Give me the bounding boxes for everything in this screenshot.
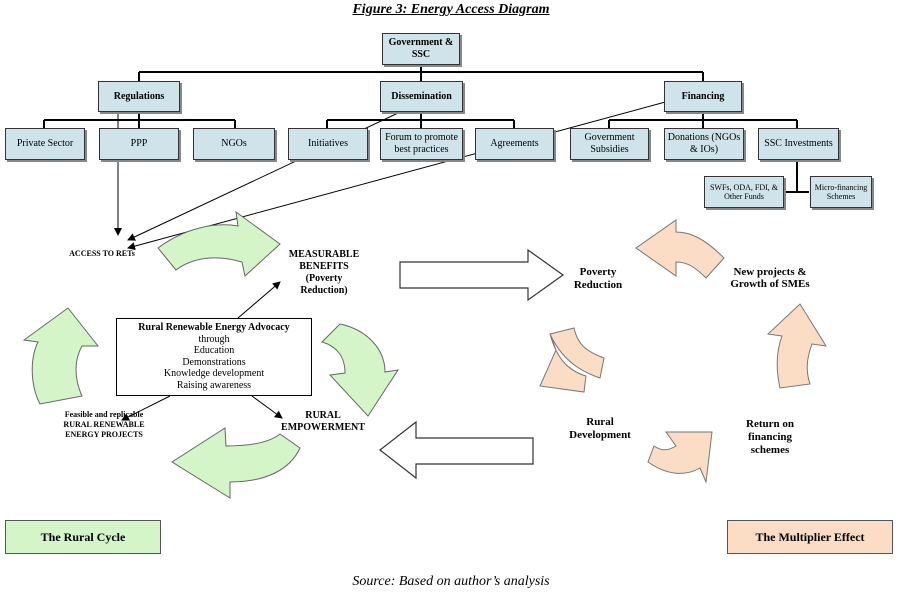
- arrow-advocacy-to-benefits: [237, 281, 281, 319]
- rural-cycle-arrows: [22, 210, 400, 499]
- arrow-dissemination-to-access: [127, 97, 431, 241]
- source-caption: Source: Based on author’s analysis: [352, 574, 550, 589]
- government-ssc-box: Government & SSC: [382, 33, 460, 65]
- swfs-oda-fdi-box: SWFs, ODA, FDI, & Other Funds: [704, 176, 784, 208]
- multiplier-arrows: [539, 219, 827, 484]
- ssc-investments-box: SSC Investments: [758, 128, 839, 160]
- regulations-box: Regulations: [98, 81, 180, 112]
- government-subsidies-box: Government Subsidies: [570, 128, 649, 160]
- multiplier-effect-label: The Multiplier Effect: [727, 520, 893, 554]
- peach-arrow-lower-right: [647, 431, 713, 484]
- rural-empowerment-label: RURAL EMPOWERMENT: [281, 410, 365, 433]
- figure-title: Figure 3: Energy Access Diagram: [352, 2, 550, 17]
- donations-box: Donations (NGOs & IOs): [664, 128, 744, 160]
- peach-arrow-top: [635, 219, 725, 279]
- financing-box: Financing: [664, 81, 742, 112]
- advocacy-line: Knowledge development: [163, 368, 265, 379]
- green-arrow-bottom: [171, 427, 301, 499]
- advocacy-box: Rural Renewable Energy Advocacy through …: [116, 318, 312, 396]
- access-to-rets-label: ACCESS TO RETs: [69, 249, 135, 258]
- advocacy-line: Demonstrations: [182, 356, 246, 368]
- micro-financing-box: Micro-financing Schemes: [810, 176, 872, 208]
- advocacy-heading: Rural Renewable Energy Advocacy: [138, 322, 290, 333]
- rural-development-label: Rural Development: [569, 416, 631, 441]
- ppp-box: PPP: [99, 128, 179, 160]
- arrow-advocacy-to-projects: [121, 395, 171, 421]
- agreements-box: Agreements: [475, 128, 554, 160]
- arrow-advocacy-to-empowerment: [251, 395, 283, 419]
- initiatives-box: Initiatives: [288, 128, 368, 160]
- private-sector-box: Private Sector: [5, 128, 85, 160]
- peach-arrow-left: [539, 327, 605, 393]
- rural-cycle-label: The Rural Cycle: [5, 520, 161, 554]
- poverty-reduction-label: Poverty Reduction: [573, 266, 623, 291]
- advocacy-line: Education: [193, 345, 235, 356]
- ngos-box: NGOs: [193, 128, 275, 160]
- peach-arrow-upper-right: [766, 303, 827, 389]
- arrow-right-hollow: [399, 248, 565, 302]
- new-projects-label: New projects & Growth of SMEs: [730, 266, 810, 290]
- arrow-left-hollow: [379, 420, 534, 480]
- measurable-benefits-label: MEASURABLE BENEFITS (Poverty Reduction): [288, 249, 360, 296]
- arrow-financing-to-access: [127, 97, 681, 251]
- green-arrow-left: [22, 307, 100, 405]
- advocacy-line: Raising awareness: [176, 379, 252, 391]
- green-arrow-top: [157, 210, 281, 277]
- hierarchy-lines: [43, 64, 809, 193]
- return-on-financing-label: Return on financing schemes: [746, 418, 794, 456]
- rural-projects-label: Feasible and replicable RURAL RENEWABLE …: [63, 410, 145, 439]
- green-arrow-right: [321, 323, 400, 417]
- dissemination-box: Dissemination: [380, 81, 463, 112]
- forum-box: Forum to promote best practices: [380, 128, 463, 160]
- advocacy-line: through: [198, 333, 230, 345]
